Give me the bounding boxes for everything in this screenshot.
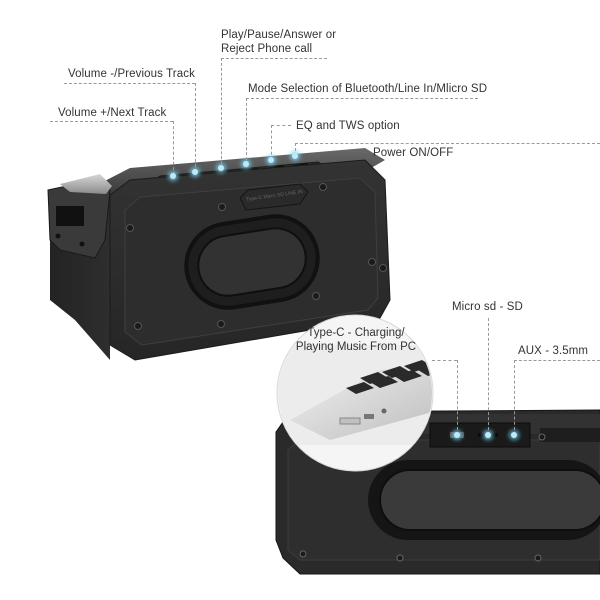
volume-plus-leader-v	[173, 121, 174, 175]
type-c-label: Type-C - Charging/ Playing Music From PC	[287, 326, 425, 354]
eq-button-dot	[268, 157, 274, 163]
mode-leader-v	[246, 98, 247, 165]
speaker-front-face	[109, 159, 391, 361]
aux-port-dot	[511, 432, 517, 438]
laptop-magnifier-bubble	[276, 314, 434, 472]
mode-selection-label: Mode Selection of Bluetooth/Line In/Mlic…	[248, 83, 488, 95]
aux-leader-h	[514, 360, 600, 361]
play-pause-label-line1: Play/Pause/Answer or	[221, 29, 337, 41]
volume-minus-leader-h	[64, 83, 195, 84]
type-c-leader-v	[457, 360, 458, 435]
power-label: Power ON/OFF	[373, 147, 454, 159]
aux-leader-v	[514, 360, 515, 435]
speaker-bottom-closeup	[275, 409, 600, 575]
eq-leader-h	[271, 125, 291, 126]
power-button-dot	[292, 153, 298, 159]
play-pause-leader-h	[221, 58, 327, 59]
mode-leader-h	[246, 98, 478, 99]
volume-minus-leader-v	[195, 83, 196, 172]
play-pause-leader-v	[221, 58, 222, 169]
micro-sd-slot-dot	[485, 432, 491, 438]
micro-sd-label: Micro sd - SD	[452, 301, 523, 313]
type-c-label-line2: Playing Music From PC	[295, 341, 417, 353]
play-pause-label: Play/Pause/Answer or Reject Phone call	[221, 28, 336, 56]
speaker-handle	[47, 174, 112, 259]
type-c-label-line1: Type-C - Charging/	[307, 327, 405, 339]
eq-leader-v	[271, 125, 272, 160]
mode-button-dot	[243, 161, 249, 167]
volume-plus-button-dot	[170, 173, 176, 179]
micro-sd-leader-v	[488, 318, 489, 435]
play-pause-button-dot	[218, 165, 224, 171]
power-leader-v	[295, 143, 296, 156]
power-leader-h	[295, 143, 600, 144]
play-pause-label-line2: Reject Phone call	[221, 43, 313, 55]
volume-plus-leader-h	[50, 121, 173, 122]
volume-minus-button-dot	[192, 169, 198, 175]
type-c-port-dot	[454, 432, 460, 438]
volume-minus-label: Volume -/Previous Track	[68, 68, 195, 80]
type-c-leader-h	[432, 360, 457, 361]
volume-plus-label: Volume +/Next Track	[58, 107, 167, 119]
eq-tws-label: EQ and TWS option	[296, 120, 400, 132]
aux-label: AUX - 3.5mm	[518, 345, 589, 357]
